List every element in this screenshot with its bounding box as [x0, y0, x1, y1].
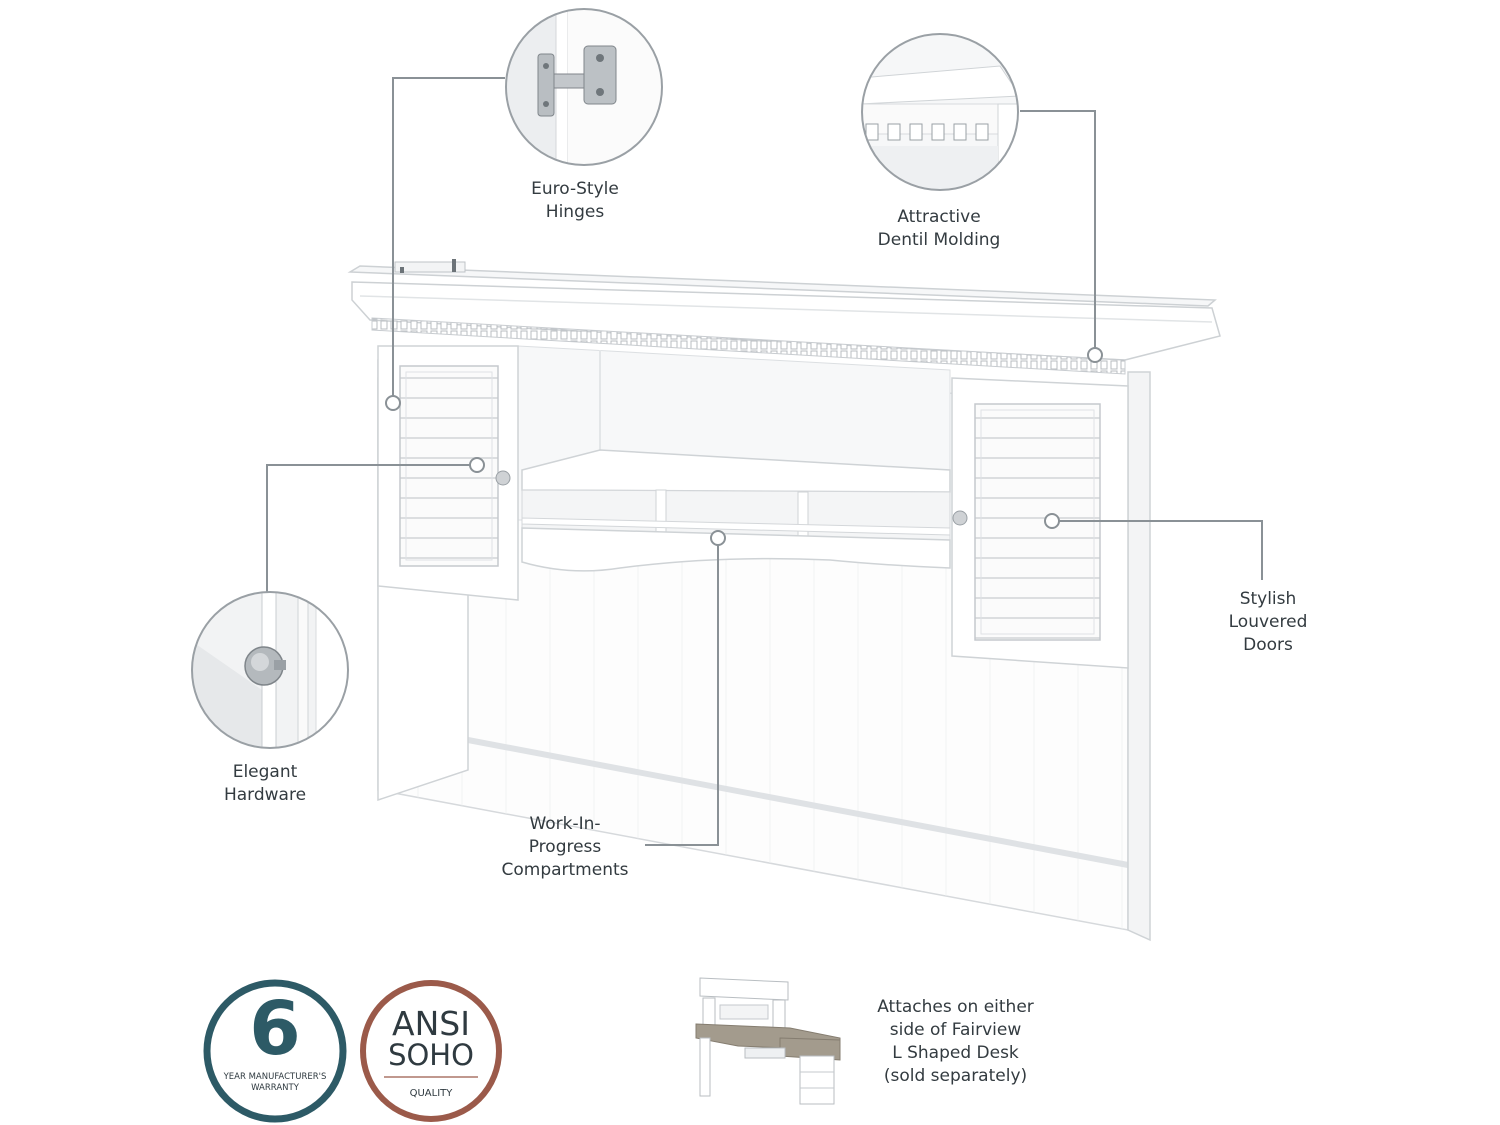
ansi-soho-badge: ANSI SOHO QUALITY: [360, 980, 502, 1122]
right-cabinet-door: [951, 377, 1129, 669]
warranty-badge-ring: [203, 979, 347, 1123]
dentil-leader: [1020, 110, 1096, 355]
ansi-text: ANSI: [392, 1004, 470, 1043]
label-elegant-hardware: Elegant Hardware: [223, 762, 307, 805]
arched-apron: [521, 527, 951, 572]
hardware-leader: [266, 464, 477, 592]
wip-leader: [645, 538, 719, 846]
quality-text: QUALITY: [409, 1088, 453, 1099]
dentil-strip: [371, 317, 1126, 375]
left-door-knob: [495, 470, 511, 486]
callout-dots: [385, 347, 1103, 546]
hutch: [347, 259, 1221, 942]
label-louvered-doors: Stylish Louvered Doors: [1228, 589, 1308, 655]
l-desk-thumbnail: [695, 977, 841, 1105]
warranty-badge: 6 YEAR MANUFACTURER'S WARRANTY: [204, 980, 346, 1122]
warranty-text: YEAR MANUFACTURER'S WARRANTY: [223, 1072, 327, 1093]
warranty-years: 6: [249, 986, 301, 1072]
label-attaches-to-desk: Attaches on either side of Fairview L Sh…: [877, 997, 1034, 1086]
label-dentil-molding: Attractive Dentil Molding: [877, 207, 1001, 250]
label-work-in-progress-compartments: Work-In- Progress Compartments: [501, 814, 629, 880]
ansi-badge-ring: [360, 980, 502, 1122]
right-side-panel: [1127, 371, 1151, 942]
callout-lines: [266, 77, 1263, 846]
dentil-detail-circle: [861, 33, 1019, 191]
hinges-leader: [392, 77, 505, 403]
label-euro-style-hinges: Euro-Style Hinges: [531, 179, 619, 222]
upper-shelf: [521, 449, 951, 493]
right-door-knob: [952, 510, 968, 526]
hardware-detail-circle: [191, 591, 349, 749]
hinge-detail-circle: [505, 8, 663, 166]
left-cabinet-door: [377, 345, 519, 601]
louvered-leader: [1052, 520, 1263, 580]
crown-top: [347, 265, 1217, 307]
soho-text: SOHO: [388, 1038, 474, 1072]
